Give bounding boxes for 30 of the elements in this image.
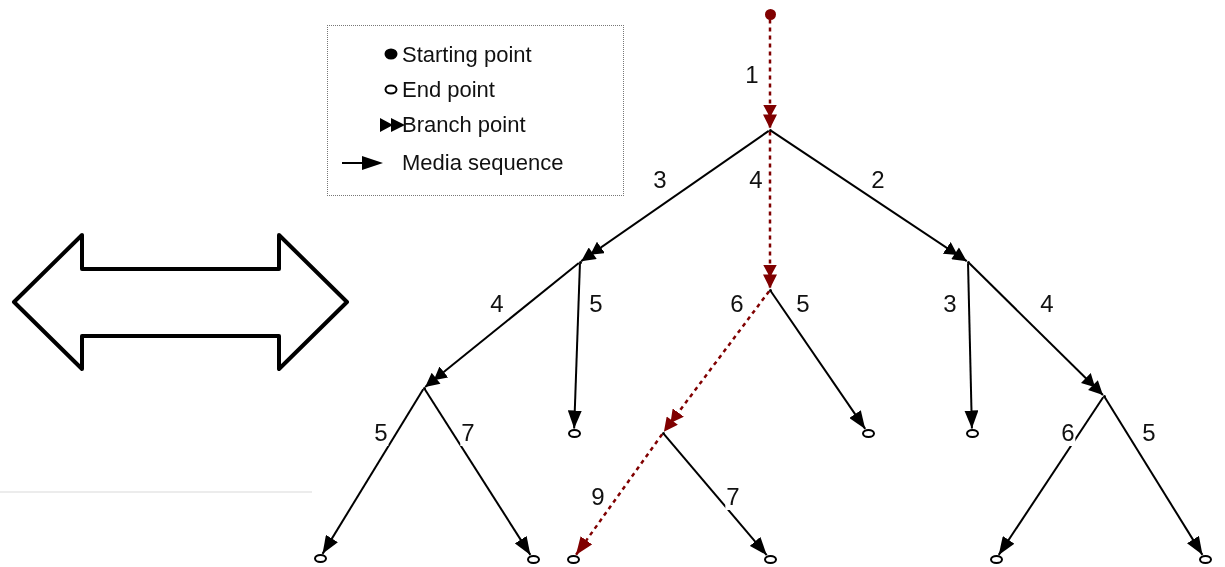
- end-point-circle: [989, 554, 1003, 564]
- arrow: [662, 433, 768, 557]
- end-point-circle: [763, 554, 777, 564]
- branch-point: [661, 431, 665, 435]
- branch-point: [1102, 394, 1106, 398]
- arrow: [964, 262, 979, 430]
- arrow: [574, 433, 664, 556]
- end-point-circle: [1198, 554, 1212, 564]
- end-point-circle: [526, 554, 540, 564]
- arrow: [997, 396, 1105, 556]
- branch-point: [578, 260, 582, 264]
- branch-point: [768, 128, 772, 132]
- arrow: [1103, 396, 1204, 556]
- arrow: [567, 262, 582, 430]
- legend-text: Media sequence: [402, 149, 564, 177]
- starting-point-dot: [764, 8, 776, 20]
- branch-point: [422, 386, 426, 390]
- end-point-circle: [965, 428, 979, 438]
- end-point-circle: [313, 553, 327, 563]
- end-point-circle: [567, 428, 581, 438]
- end-point-circle: [861, 428, 875, 438]
- arrow: [423, 388, 532, 556]
- branch-point: [966, 260, 970, 264]
- end-point-circle: [566, 554, 580, 564]
- branch-point: [768, 288, 772, 292]
- legend-text: End point: [402, 76, 495, 104]
- arrow: [321, 388, 425, 555]
- legend-text: Branch point: [402, 111, 526, 139]
- legend-text: Starting point: [402, 41, 532, 69]
- arrow: [769, 290, 867, 430]
